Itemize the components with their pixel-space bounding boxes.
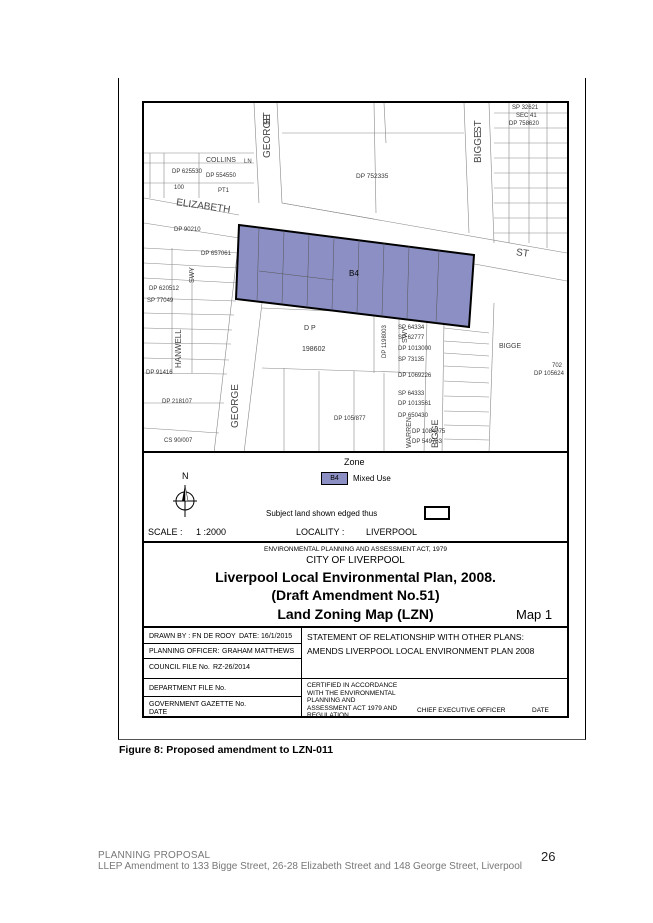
council-file-number: RZ-26/2014 [213,664,250,671]
legend-zone-name: Mixed Use [353,474,391,483]
north-label: N [182,471,189,481]
zone-label-b4: B4 [349,269,359,278]
lot-label: D P [304,325,316,332]
ceo-label: CHIEF EXECUTIVE OFFICER [417,707,506,714]
lot-label: SP 32621 [512,105,539,111]
lot-label: DP 657061 [201,251,231,257]
north-arrow-icon [173,484,197,517]
lot-label: SP 64334 [398,325,425,331]
lot-label: DP 105624 [534,371,564,377]
drawn-by: DRAWN BY : FN DE ROOY [149,633,236,640]
lot-label: SEC 41 [516,113,537,119]
statement-title: STATEMENT OF RELATIONSHIP WITH OTHER PLA… [307,632,524,642]
ceo-date-label: DATE [532,707,549,714]
council-file-label: COUNCIL FILE No. [149,664,210,671]
scale-label: SCALE : [148,527,183,537]
street-label-ln: LN [244,159,252,165]
footer-title: PLANNING PROPOSAL [98,850,211,861]
lot-label: DP 105/877 [334,416,366,422]
lot-label: SP 73135 [398,357,425,363]
lot-label: DP 1013561 [398,401,432,407]
lot-label: DP 1084075 [412,429,446,435]
lot-label: SP 77049 [147,298,174,304]
subject-land-swatch [424,506,450,520]
title-block: ENVIRONMENTAL PLANNING AND ASSESSMENT AC… [144,543,567,628]
statement-text: AMENDS LIVERPOOL LOCAL ENVIRONMENT PLAN … [307,646,535,656]
lot-label: DP 1013000 [398,346,432,352]
street-label-st: ST [262,112,273,125]
street-label-collins: COLLINS [206,157,236,164]
street-label-bigge-st: ST [473,120,484,133]
department-file-label: DEPARTMENT FILE No. [149,685,227,692]
city-line: CITY OF LIVERPOOL [306,555,405,566]
gazette-label: GOVERNMENT GAZETTE No. [149,701,247,708]
lot-label: DP 650430 [398,413,428,419]
lot-label: DP 1069226 [398,373,432,379]
lot-label: 702 [552,363,563,369]
lot-label: DP 91416 [146,370,173,376]
map-drawing [144,103,567,451]
act-line: ENVIRONMENTAL PLANNING AND ASSESSMENT AC… [263,546,448,553]
legend: Zone B4 Mixed Use N Subject land shown e… [144,453,567,543]
zoning-map-sheet: GEORGE ST ELIZABETH BIGGE ST ST GEORGE H… [142,101,569,719]
locality-label: LOCALITY : [296,527,345,537]
lot-label: CS 90/007 [164,438,193,444]
figure-caption: Figure 8: Proposed amendment to LZN-011 [119,744,334,756]
lot-label: SP 62777 [398,335,425,341]
street-label-elizabeth-st: ST [515,247,530,260]
lot-label: 100 [174,185,185,191]
certified-text: CERTIFIED IN ACCORDANCE WITH THE ENVIRON… [307,682,398,719]
plan-title: Liverpool Local Environmental Plan, 2008… [215,569,496,585]
lot-label: DP 752335 [356,173,389,180]
lot-label: DP 90210 [174,227,201,233]
lot-label: DP 218107 [162,399,192,405]
scale-value: 1 :2000 [196,527,227,537]
street-label-bigge-right: BIGGE [499,343,522,350]
lot-label: DP 620512 [149,286,179,292]
amendment-title: (Draft Amendment No.51) [271,587,440,603]
lot-label: PT1 [218,188,230,194]
subject-land-note: Subject land shown edged thus [266,509,378,518]
planning-officer-name: GRAHAM MATTHEWS [222,648,295,655]
lot-label: DP 758620 [509,121,539,127]
lot-label: DP 554550 [206,173,236,179]
street-label-hanwell: HANWELL [174,329,183,368]
street-label-swy-2: SWY [189,267,196,283]
legend-swatch-b4: B4 [321,472,348,485]
lot-label: DP 1198003 [382,325,388,358]
page-frame [118,78,586,740]
locality-value: LIVERPOOL [366,527,418,537]
page-number: 26 [541,849,556,864]
legend-heading: Zone [344,457,365,467]
lot-label: SP 64333 [398,391,425,397]
cadastral-map: GEORGE ST ELIZABETH BIGGE ST ST GEORGE H… [144,103,567,453]
map-number: Map 1 [516,607,553,622]
footer-subtitle: LLEP Amendment to 133 Bigge Street, 26-2… [98,861,522,872]
lot-label: 198602 [302,346,326,353]
map-name: Land Zoning Map (LZN) [277,606,434,622]
info-table: DRAWN BY : FN DE ROOY DATE: 16/1/2015 PL… [144,628,567,719]
lot-label: DP 625530 [172,169,202,175]
street-label-george-bottom: GEORGE [230,384,241,428]
gazette-date-label: DATE [149,709,168,716]
planning-officer-label: PLANNING OFFICER: [149,648,220,655]
lot-label: DP 549783 [412,439,442,445]
b4-zone-polygon [234,223,476,329]
drawn-date: DATE: 16/1/2015 [239,633,293,640]
street-label-bigge-top: BIGGE [473,131,484,163]
